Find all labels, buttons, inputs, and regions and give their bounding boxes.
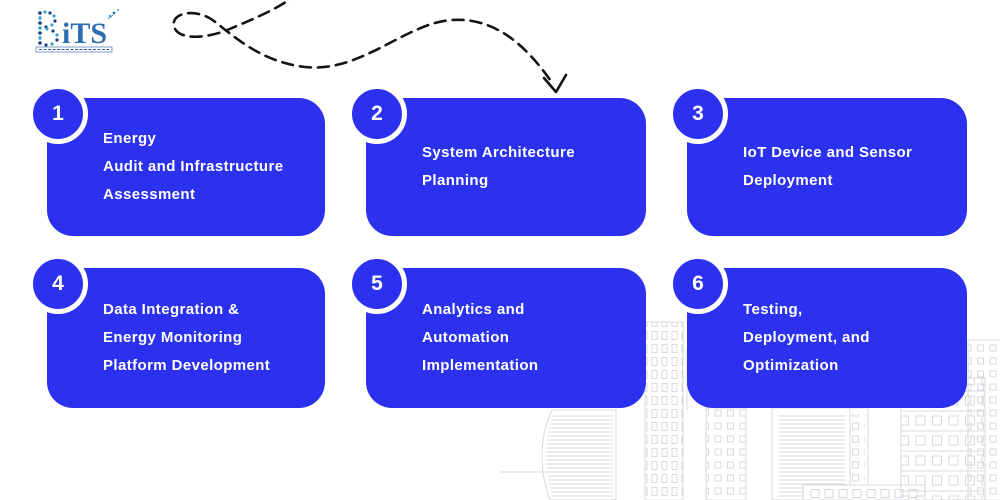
step-card-4: 4 Data Integration & Energy Monitoring P… bbox=[28, 254, 325, 408]
step-title: System Architecture Planning bbox=[422, 144, 575, 189]
step-card-1: 1 Energy Audit and Infrastructure Assess… bbox=[28, 84, 325, 236]
step-card-3: 3 IoT Device and Sensor Deployment bbox=[668, 84, 967, 236]
arrow-head bbox=[542, 73, 568, 94]
logo-tagline bbox=[35, 46, 113, 53]
step-title: Data Integration & Energy Monitoring Pla… bbox=[103, 301, 271, 374]
step-card-6: 6 Testing, Deployment, and Optimization bbox=[668, 254, 967, 408]
step-card-5: 5 Analytics and Automation Implementatio… bbox=[347, 254, 646, 408]
step-number-badge: 5 bbox=[347, 254, 407, 314]
step-number-badge: 1 bbox=[28, 84, 88, 144]
step-title: Analytics and Automation Implementation bbox=[422, 301, 539, 374]
step-title: Energy Audit and Infrastructure Assessme… bbox=[103, 130, 284, 203]
step-number-badge: 3 bbox=[668, 84, 728, 144]
step-number-badge: 4 bbox=[28, 254, 88, 314]
steps-grid: 1 Energy Audit and Infrastructure Assess… bbox=[28, 84, 967, 408]
step-title: IoT Device and Sensor Deployment bbox=[743, 144, 913, 189]
step-number-badge: 2 bbox=[347, 84, 407, 144]
step-number-badge: 6 bbox=[668, 254, 728, 314]
logo-text: iTS bbox=[62, 17, 107, 50]
arrow-path bbox=[172, 0, 555, 86]
bits-logo: iTS bbox=[35, 9, 119, 53]
logo-letter-b-dots bbox=[38, 10, 59, 47]
step-card-2: 2 System Architecture Planning bbox=[347, 84, 646, 236]
step-title: Testing, Deployment, and Optimization bbox=[743, 301, 870, 374]
logo-sparkle-icon bbox=[107, 9, 119, 20]
